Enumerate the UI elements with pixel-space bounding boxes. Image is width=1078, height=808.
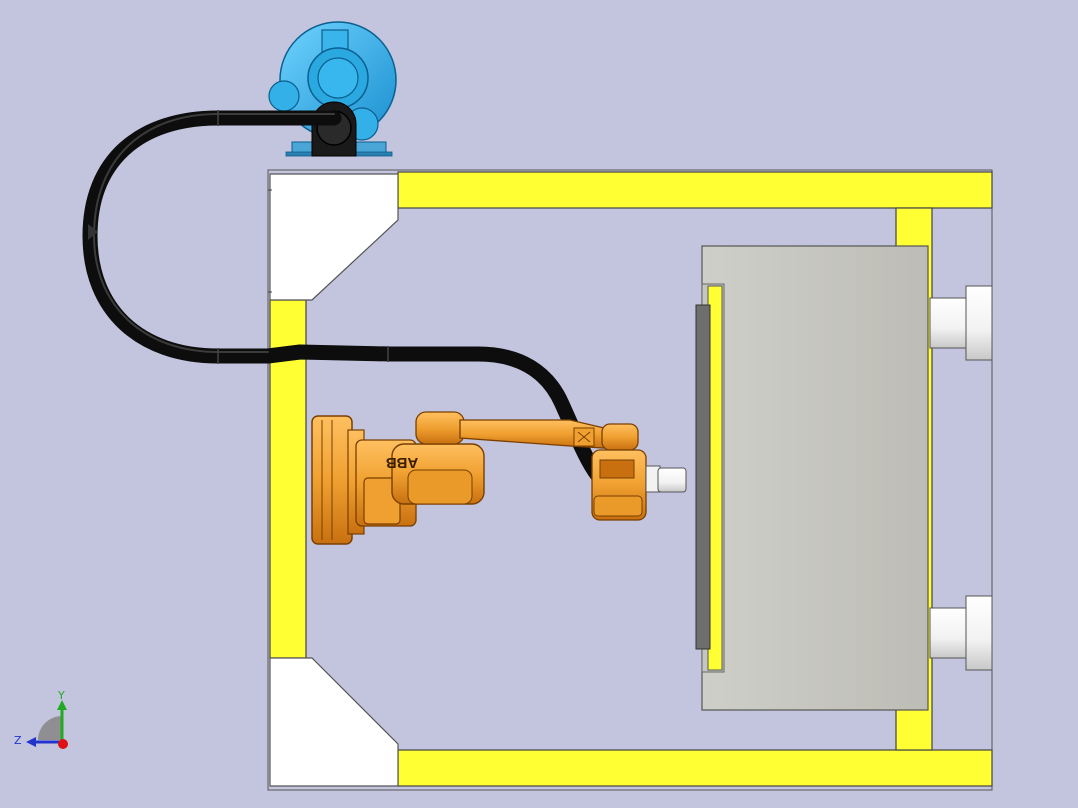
press-mold-plate[interactable] xyxy=(695,304,711,650)
blower-unit[interactable] xyxy=(268,21,397,157)
guard-top-left[interactable] xyxy=(269,173,399,301)
triad-z-label: Z xyxy=(14,734,22,747)
vacuum-hose[interactable] xyxy=(82,110,648,488)
press-cylinder-lower[interactable] xyxy=(929,595,993,671)
triad-x-axis xyxy=(58,739,68,749)
robot-wrist[interactable] xyxy=(601,423,639,451)
robot-gripper[interactable] xyxy=(657,467,687,493)
frame-outline xyxy=(267,169,993,791)
press-machine[interactable] xyxy=(695,245,993,711)
press-cylinder-upper[interactable] xyxy=(929,285,993,361)
blower-motor-core xyxy=(317,57,359,99)
robot-brand-label: ABB xyxy=(386,454,419,471)
robot-elbow[interactable] xyxy=(415,411,465,445)
triad-y-label: Y xyxy=(57,689,65,702)
press-body[interactable] xyxy=(701,245,929,711)
abb-robot[interactable]: ABB xyxy=(311,411,687,545)
frame-top-rail[interactable] xyxy=(397,171,993,209)
blower-inlet-port[interactable] xyxy=(268,80,300,112)
coordinate-triad: Y Z xyxy=(14,689,68,749)
triad-plane xyxy=(38,716,62,740)
robot-shoulder-motor xyxy=(407,469,473,505)
guard-bottom-left[interactable] xyxy=(269,657,399,787)
frame-bottom-rail[interactable] xyxy=(397,749,993,787)
